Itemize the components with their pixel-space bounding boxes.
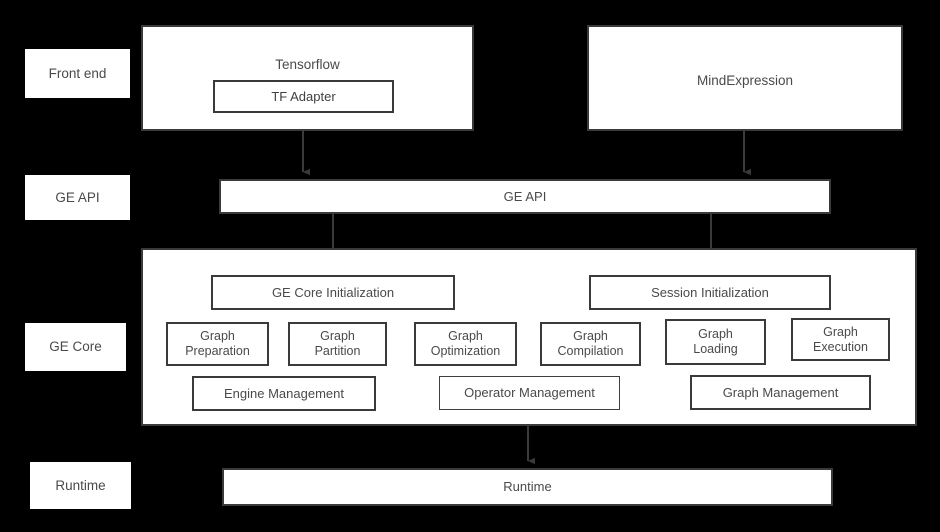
- tensorflow-group-title: Tensorflow: [275, 57, 340, 72]
- ge-core-initialization-box[interactable]: GE Core Initialization: [211, 275, 455, 310]
- tensorflow-group[interactable]: Tensorflow: [141, 25, 474, 131]
- layer-label-ge-api: GE API: [25, 175, 130, 220]
- graph-preparation-box[interactable]: Graph Preparation: [166, 322, 269, 366]
- graph-loading-box[interactable]: Graph Loading: [665, 319, 766, 365]
- mindexpression-group-title: MindExpression: [696, 73, 794, 88]
- graph-optimization-box[interactable]: Graph Optimization: [414, 322, 517, 366]
- layer-label-runtime: Runtime: [30, 462, 131, 509]
- graph-execution-box[interactable]: Graph Execution: [791, 318, 890, 361]
- operator-management-box[interactable]: Operator Management: [439, 376, 620, 410]
- session-initialization-box[interactable]: Session Initialization: [589, 275, 831, 310]
- tf-adapter-box[interactable]: TF Adapter: [213, 80, 394, 113]
- mindexpression-group[interactable]: MindExpression: [587, 25, 903, 131]
- runtime-bar[interactable]: Runtime: [222, 468, 833, 506]
- ge-api-bar[interactable]: GE API: [219, 179, 831, 214]
- graph-compilation-box[interactable]: Graph Compilation: [540, 322, 641, 366]
- graph-management-box[interactable]: Graph Management: [690, 375, 871, 410]
- layer-label-ge-core: GE Core: [25, 323, 126, 371]
- engine-management-box[interactable]: Engine Management: [192, 376, 376, 411]
- graph-partition-box[interactable]: Graph Partition: [288, 322, 387, 366]
- layer-label-front-end: Front end: [25, 49, 130, 98]
